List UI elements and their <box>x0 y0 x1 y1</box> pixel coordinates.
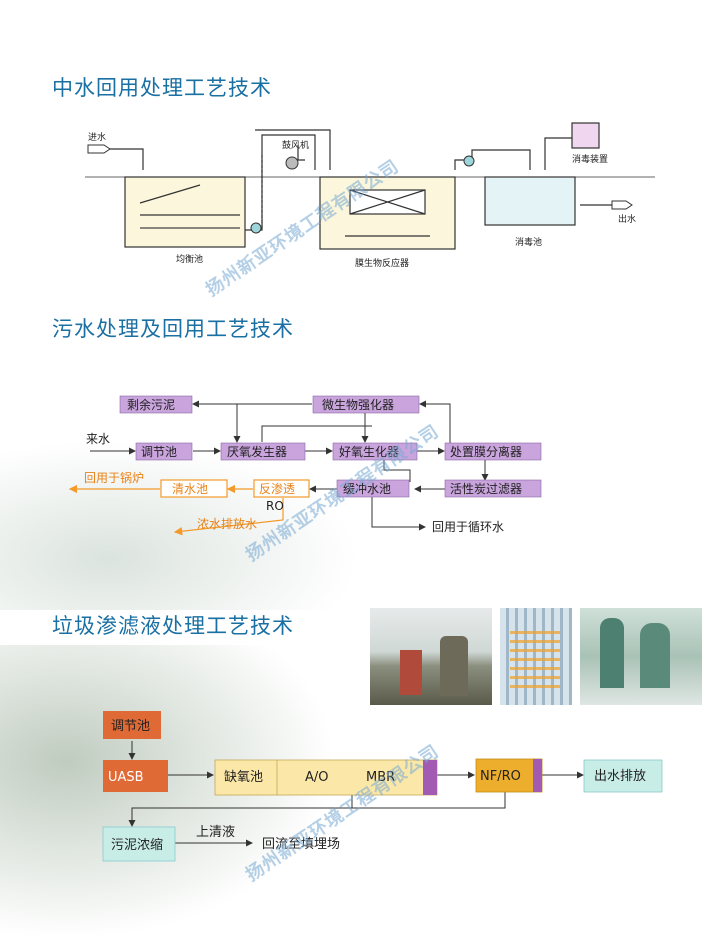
pump-icon <box>463 155 475 167</box>
membrane-separator-label: 处置膜分离器 <box>450 444 522 459</box>
membrane-separator-box <box>444 442 542 461</box>
inlet-label: 进水 <box>88 131 106 143</box>
equipment-photo-2 <box>500 608 572 705</box>
outlet-arrow-icon <box>611 200 633 210</box>
section1-title: 中水回用处理工艺技术 <box>52 76 272 100</box>
disinfection-tank <box>484 176 576 226</box>
residual-sludge-label: 剩余污泥 <box>127 397 175 412</box>
pump-icon <box>250 222 262 234</box>
background-building-photo-bottom <box>0 645 330 935</box>
reuse-cycle-label: 回用于循环水 <box>432 520 504 534</box>
section2-title: 污水处理及回用工艺技术 <box>52 317 294 341</box>
inlet-arrow-icon <box>87 144 111 154</box>
blower-icon <box>285 156 299 170</box>
blower-label: 鼓风机 <box>282 139 309 151</box>
equipment-photo-1 <box>370 608 492 705</box>
equipment-photo-3 <box>580 608 702 705</box>
disinfect-tank-label: 消毒池 <box>515 236 542 248</box>
nfro-box <box>475 758 543 793</box>
disinfect-device-label: 消毒装置 <box>572 153 608 165</box>
outlet-label: 出水 <box>618 213 636 225</box>
equalization-tank <box>124 176 246 248</box>
discharge-box <box>583 759 663 793</box>
nfro-label: NF/RO <box>480 769 521 784</box>
microbe-enhancer-label: 微生物强化器 <box>322 398 394 412</box>
carbon-filter-label: 活性炭过滤器 <box>450 482 522 496</box>
carbon-filter-box <box>444 479 542 498</box>
disinfect-device-box <box>571 122 600 149</box>
membrane-reactor-label: 膜生物反应器 <box>355 257 409 269</box>
microbe-enhancer-box <box>312 395 420 414</box>
equalization-label: 均衡池 <box>176 253 203 265</box>
discharge-label: 出水排放 <box>594 769 646 784</box>
nfro-purple-end <box>533 759 542 792</box>
section3-title: 垃圾渗滤液处理工艺技术 <box>52 614 294 638</box>
watermark-text: 扬州新亚环境工程有限公司 <box>202 155 404 301</box>
residual-sludge-box <box>119 395 193 414</box>
